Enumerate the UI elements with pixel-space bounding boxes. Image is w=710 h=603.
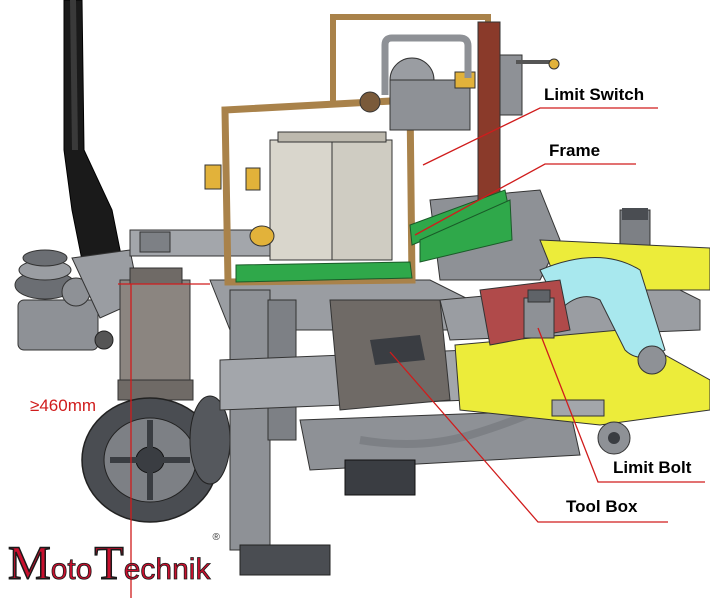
cyan-bracket — [539, 257, 667, 375]
frame-leader — [414, 163, 636, 236]
front-wheel — [81, 395, 231, 523]
leader-lines — [118, 107, 705, 598]
frame-label: Frame — [549, 141, 601, 160]
base-frame — [209, 279, 581, 576]
logo-text-oto: oto — [50, 553, 93, 586]
limit-switch-leader — [422, 107, 658, 166]
tool-box-leader — [389, 351, 668, 523]
logo-letter-t: T — [94, 537, 125, 590]
limit-switch-label: Limit Switch — [544, 85, 645, 104]
pallet-handle — [63, 0, 123, 286]
logo-letter-m: M — [7, 537, 51, 590]
height-dimension-label: ≥460mm — [30, 396, 97, 415]
mototechnik-logo: M oto T echnik ® — [7, 532, 220, 590]
battery-pack — [269, 91, 393, 261]
limit-bolt-label: Limit Bolt — [613, 458, 692, 477]
motor — [381, 34, 560, 131]
registered-mark: ® — [212, 532, 220, 543]
green-board — [235, 189, 513, 283]
limit-bolt-leader — [537, 327, 705, 483]
logo-text-echnik: echnik — [123, 553, 211, 586]
brass-fittings — [204, 164, 275, 247]
tool-box-label: Tool Box — [566, 497, 638, 516]
